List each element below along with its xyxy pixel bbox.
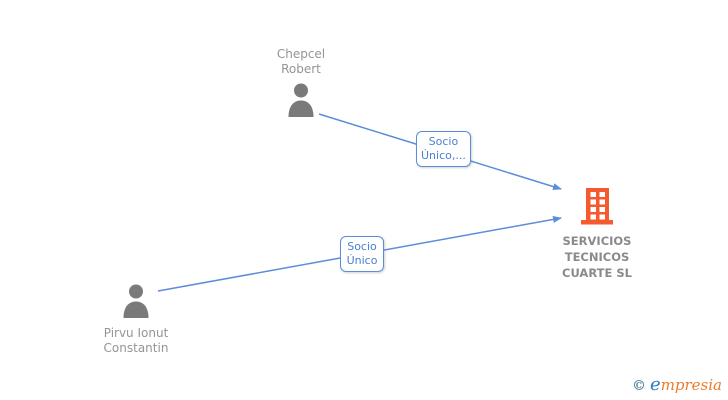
- node-person-pirvu-ionut-constantin[interactable]: Pirvu Ionut Constantin: [76, 284, 196, 356]
- person-icon: [123, 284, 149, 318]
- node-person-chepcel-robert[interactable]: Chepcel Robert: [241, 47, 361, 121]
- building-icon: [581, 188, 613, 225]
- empresia-logo[interactable]: © empresia: [632, 374, 722, 395]
- edge-label-socio-unico-bottom[interactable]: Socio Único: [340, 236, 384, 272]
- person-name-label: Pirvu Ionut Constantin: [103, 326, 169, 355]
- node-company-servicios-tecnicos-cuarte[interactable]: SERVICIOS TECNICOS CUARTE SL: [542, 187, 652, 281]
- person-name-label: Chepcel Robert: [276, 47, 326, 76]
- brand-rest: mpresia: [660, 376, 722, 394]
- brand-wordmark: empresia: [650, 374, 722, 395]
- person-icon: [288, 83, 314, 117]
- brand-initial: e: [650, 374, 661, 395]
- copyright-icon: ©: [632, 378, 647, 394]
- company-name-label: SERVICIOS TECNICOS CUARTE SL: [562, 234, 632, 280]
- edge-label-socio-unico-top[interactable]: Socio Único,...: [416, 131, 471, 167]
